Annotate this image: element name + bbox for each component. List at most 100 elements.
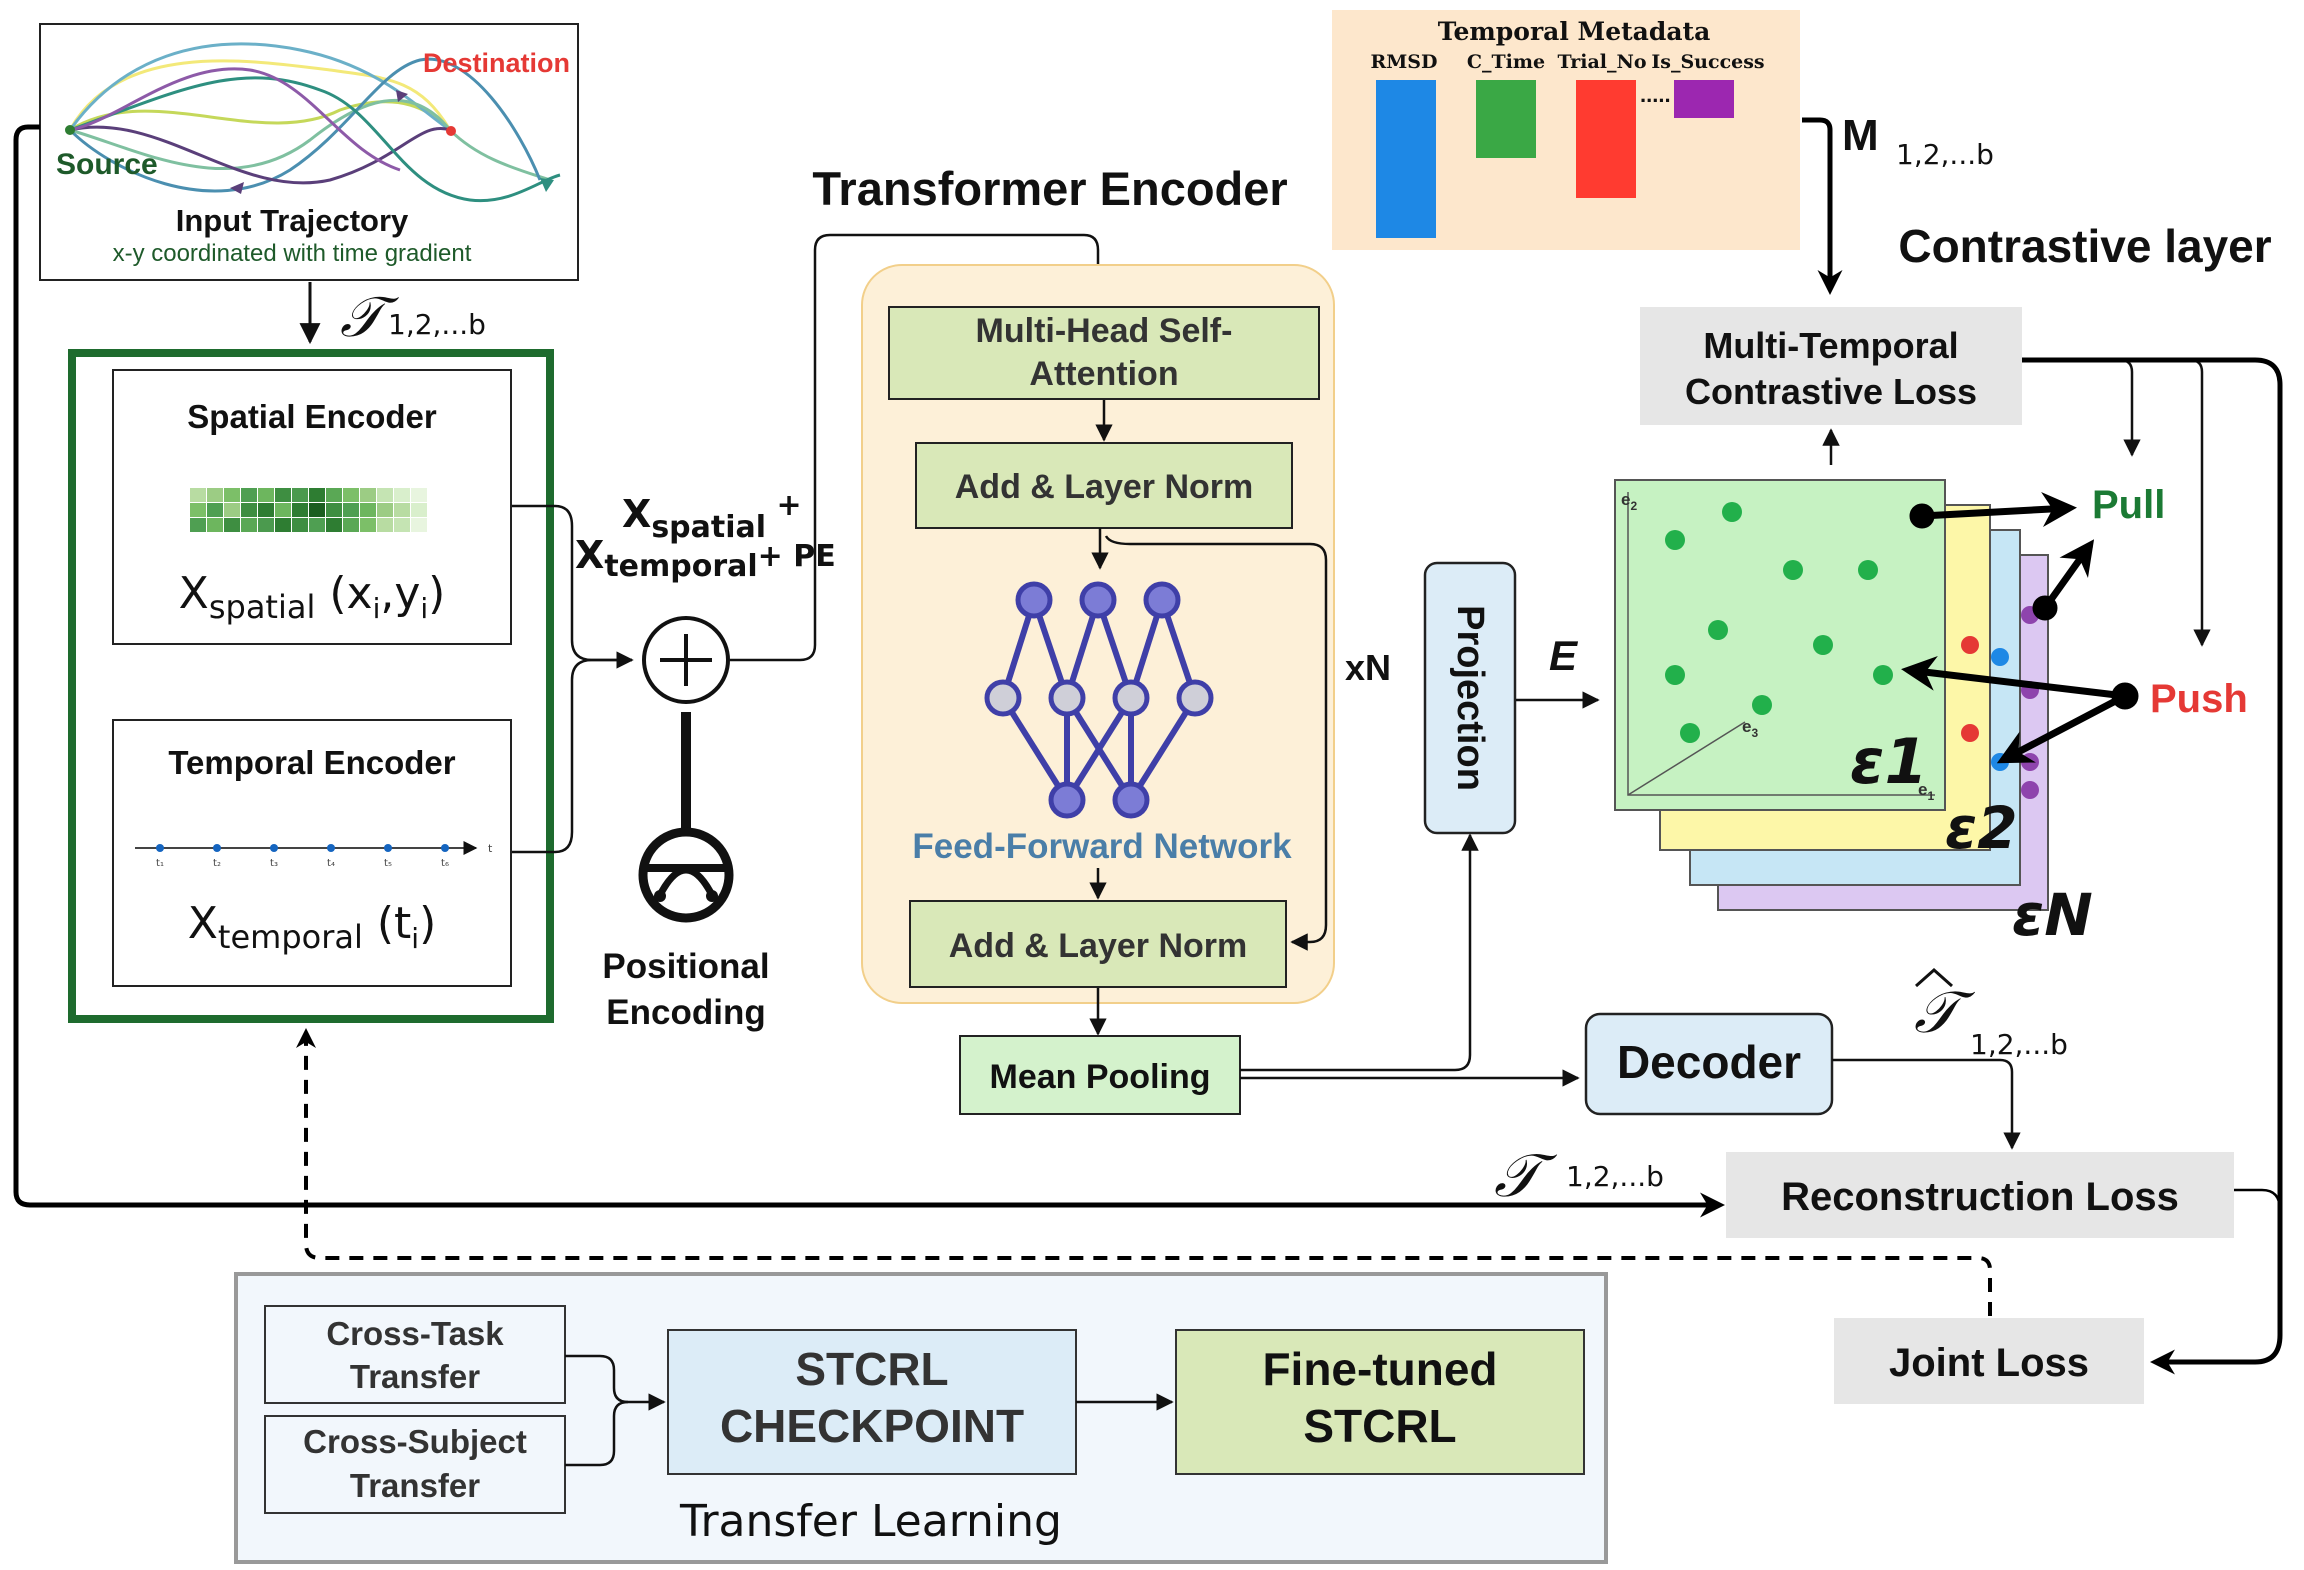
recon-to-joint-connector xyxy=(2234,1188,2282,1211)
projection-block xyxy=(1423,561,1517,835)
source-label: Source xyxy=(56,148,158,181)
metadata-to-contrastive-arrow xyxy=(1802,117,1843,295)
addnorm2-block xyxy=(909,900,1287,988)
reconstruction-loss-label: Reconstruction Loss xyxy=(1781,1175,2179,1219)
finetuned-label-2: STCRL xyxy=(1303,1400,1456,1452)
epsilon-n-label: εN xyxy=(2012,881,2093,949)
timeline-icon: t₁ t₂ t₃ t₄ t₅ t₆ t xyxy=(135,841,493,869)
metadata-bar-trialno xyxy=(1576,80,1636,198)
metadata-bar-label: C_Time xyxy=(1467,51,1545,73)
timeline-tick: t₄ xyxy=(327,858,335,869)
cross-subject-block xyxy=(264,1415,566,1514)
finetuned-block xyxy=(1175,1329,1585,1475)
push-label: Push xyxy=(2150,677,2248,721)
traj-hat-symbol: 𝒯 xyxy=(1914,978,1976,1046)
metadata-bar-label: Is_Success xyxy=(1651,51,1764,73)
traj-symbol-recon: 𝒯 xyxy=(1494,1141,1558,1211)
trajectory-curves xyxy=(68,42,561,203)
transfer-learning-caption: Transfer Learning xyxy=(679,1496,1062,1547)
spatial-formula: Xspatial (xi,yi) xyxy=(179,568,446,626)
contrastive-loss-block xyxy=(1640,307,2022,425)
temporal-formula: Xtemporal (ti) xyxy=(188,898,436,956)
contrastive-loss-label-1: Multi-Temporal xyxy=(1703,325,1958,366)
cross-subject-label-1: Cross-Subject xyxy=(303,1423,527,1460)
traj-hat-subscript: 1,2,...b xyxy=(1970,1028,2068,1061)
cross-task-connector xyxy=(565,1354,666,1411)
decoder-block xyxy=(1584,1012,1834,1116)
epsilon-1-label: ε1 xyxy=(1850,725,1928,798)
spatial-encoder-title: Spatial Encoder xyxy=(187,398,437,435)
axis-e2-label: e2 xyxy=(1621,490,1637,513)
addnorm1-label: Add & Layer Norm xyxy=(955,468,1254,506)
reconstruction-loss-block xyxy=(1726,1152,2234,1238)
positional-encoding-icon xyxy=(638,827,734,923)
ffn-label: Feed-Forward Network xyxy=(912,827,1292,866)
embedding-planes: e2 e3 e1 xyxy=(1614,479,2049,911)
contrastive-to-joint-connector xyxy=(2022,357,2283,1375)
checkpoint-label-2: CHECKPOINT xyxy=(720,1400,1024,1452)
pull-label: Pull xyxy=(2092,483,2165,527)
metadata-bar-rmsd xyxy=(1376,80,1436,238)
checkpoint-label-1: STCRL xyxy=(795,1343,948,1395)
contrastive-loss-label-2: Contrastive Loss xyxy=(1685,371,1977,412)
cross-subject-connector xyxy=(565,1400,629,1467)
sum-to-transformer-connector xyxy=(730,233,1107,662)
temporal-to-sum-connector xyxy=(512,658,632,854)
timeline-tick: t₃ xyxy=(270,858,278,869)
input-trajectory-subtitle: x-y coordinated with time gradient xyxy=(113,240,472,267)
embedding-label: E xyxy=(1549,632,1579,679)
xn-label: xN xyxy=(1345,647,1391,688)
temporal-metadata-panel: Temporal Metadata RMSD C_Time Trial_No I… xyxy=(1332,10,1800,250)
joint-loss-block xyxy=(1834,1318,2144,1404)
destination-label: Destination xyxy=(423,48,570,78)
addnorm1-block xyxy=(915,442,1293,529)
finetuned-label-1: Fine-tuned xyxy=(1262,1343,1497,1395)
temporal-encoder-title: Temporal Encoder xyxy=(168,744,455,781)
traj-subscript-recon: 1,2,...b xyxy=(1566,1160,1664,1193)
transformer-title: Transformer Encoder xyxy=(812,162,1287,215)
decoder-label: Decoder xyxy=(1617,1036,1801,1088)
metadata-bar-label: RMSD xyxy=(1370,51,1437,73)
metadata-title: Temporal Metadata xyxy=(1438,17,1711,46)
mhsa-label-2: Attention xyxy=(1029,355,1178,393)
timeline-tick: t₅ xyxy=(384,858,392,869)
m-label: M xyxy=(1842,111,1879,160)
metadata-bar-issuccess xyxy=(1674,80,1734,118)
joint-loss-label: Joint Loss xyxy=(1889,1341,2089,1385)
input-trajectory-title: Input Trajectory xyxy=(176,203,409,238)
addnorm2-label: Add & Layer Norm xyxy=(949,927,1248,965)
decoder-to-recon-connector xyxy=(1832,1058,2021,1150)
timeline-tick: t₆ xyxy=(441,858,449,869)
pooling-to-projection-connector xyxy=(1240,833,1479,1072)
metadata-dots: ..... xyxy=(1640,82,1671,107)
mean-pooling-label: Mean Pooling xyxy=(990,1058,1211,1096)
projection-label: Projection xyxy=(1449,605,1491,791)
loss-to-pull-connector xyxy=(2022,358,2141,457)
residual-connector xyxy=(1104,535,1328,951)
traj-subscript-input: 1,2,...b xyxy=(388,308,486,341)
cross-task-label-2: Transfer xyxy=(350,1358,480,1395)
timeline-tick: t₁ xyxy=(156,858,164,869)
positional-encoding-label-2: Encoding xyxy=(606,993,765,1032)
timeline-end-label: t xyxy=(488,842,493,855)
spatial-heatmap-icon xyxy=(190,488,427,532)
sum-label-line1: Xspatial + xyxy=(622,488,802,545)
encoder-block: Spatial Encoder Xspatial (xi,yi) Tempora… xyxy=(68,349,554,1023)
epsilon-2-label: ε2 xyxy=(1945,794,2018,862)
mean-pooling-block xyxy=(959,1035,1241,1115)
mhsa-block xyxy=(888,306,1320,400)
contrastive-layer-title: Contrastive layer xyxy=(1898,220,2271,272)
sum-label-line2: Xtemporal+ PE xyxy=(575,533,836,584)
spatial-to-sum-connector xyxy=(512,504,634,669)
cross-subject-label-2: Transfer xyxy=(350,1467,480,1504)
timeline-tick: t₂ xyxy=(213,858,221,869)
traj-hat-caret xyxy=(1915,967,1953,988)
pull-push-arrows xyxy=(1901,492,2139,764)
mhsa-label-1: Multi-Head Self- xyxy=(976,312,1233,350)
checkpoint-block xyxy=(667,1329,1077,1475)
axis-e3-label: e3 xyxy=(1742,717,1758,740)
joint-to-encoder-dashed xyxy=(296,1028,1992,1316)
cross-task-block xyxy=(264,1305,566,1404)
cross-task-label-1: Cross-Task xyxy=(326,1315,504,1352)
